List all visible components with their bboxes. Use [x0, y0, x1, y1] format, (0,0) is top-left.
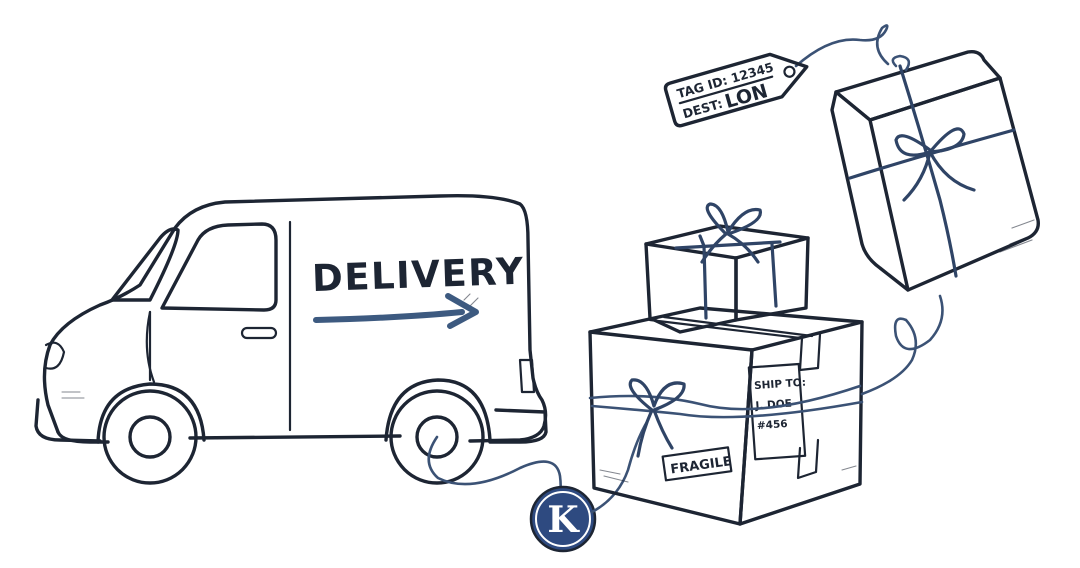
- luggage-tag-divider: [678, 75, 774, 105]
- luggage-tag-hole: [783, 65, 796, 78]
- tilted-box-shading: [999, 219, 1035, 253]
- big-box-ribbon-lower: [590, 400, 864, 419]
- k-logo-letter: K: [547, 499, 580, 541]
- tilted-box-side: [868, 76, 1040, 292]
- door-bottom: [145, 310, 156, 384]
- tilted-box-ribbon-h: [848, 128, 1016, 180]
- gift-ribbon-vertical: [698, 234, 708, 320]
- fragile-text: FRAGILE: [670, 454, 733, 477]
- luggage-tag-outline: [663, 52, 809, 128]
- big-box-bow: [628, 378, 686, 458]
- string-wheel-to-logo: [427, 435, 562, 502]
- front-bumper: [34, 398, 102, 443]
- delivery-van: DELIVERY: [34, 193, 548, 485]
- direction-arrow: [313, 309, 465, 323]
- headlight: [44, 341, 66, 370]
- box-tape-top: [648, 315, 814, 340]
- rear-wheel: [389, 389, 485, 485]
- box-tape-side: [798, 332, 822, 372]
- big-box-ribbon: [588, 384, 862, 411]
- string-tag-loop: [794, 24, 890, 68]
- front-wheel: [102, 389, 198, 485]
- front-wheel-arch: [96, 382, 206, 444]
- large-cardboard-box: SHIP TO: J. DOE #456 FRAGILE: [588, 306, 864, 526]
- box-tape-side-low: [796, 438, 820, 480]
- rear-wheel-arch: [384, 378, 492, 442]
- door-handle: [240, 326, 278, 340]
- van-delivery-label: DELIVERY: [311, 250, 525, 300]
- luggage-tag-dest-label: DEST:: [681, 96, 724, 122]
- tilted-box-top: [834, 49, 1002, 122]
- small-gift-box: [644, 202, 810, 334]
- string-logo-to-box: [590, 418, 650, 514]
- rear-bumper: [488, 408, 548, 444]
- van-sill: [188, 434, 402, 440]
- shipping-label-line1: SHIP TO:: [754, 377, 807, 393]
- tilted-box-front: [830, 90, 910, 292]
- windshield: [110, 227, 180, 302]
- luggage-tag: TAG ID: 12345 DEST: LON: [663, 52, 809, 128]
- tilted-gift-box: [830, 49, 1040, 292]
- side-window: [160, 222, 278, 312]
- k-logo-badge: K: [529, 485, 597, 553]
- large-box-shading: [599, 465, 857, 483]
- tilted-box-loop: [891, 54, 911, 72]
- tilted-box-bow: [894, 127, 976, 202]
- gift-ribbon-horizontal: [674, 240, 782, 308]
- gift-bow: [700, 202, 762, 264]
- van-shading: [61, 293, 479, 399]
- shipping-label-line3: #456: [757, 418, 788, 432]
- tilted-box-ribbon-v: [898, 64, 958, 278]
- tail-light: [518, 358, 536, 394]
- gift-box-side: [734, 236, 810, 322]
- string-box-to-tag: [860, 294, 944, 396]
- direction-arrow-head: [445, 293, 479, 329]
- fragile-sticker: FRAGILE: [661, 446, 733, 482]
